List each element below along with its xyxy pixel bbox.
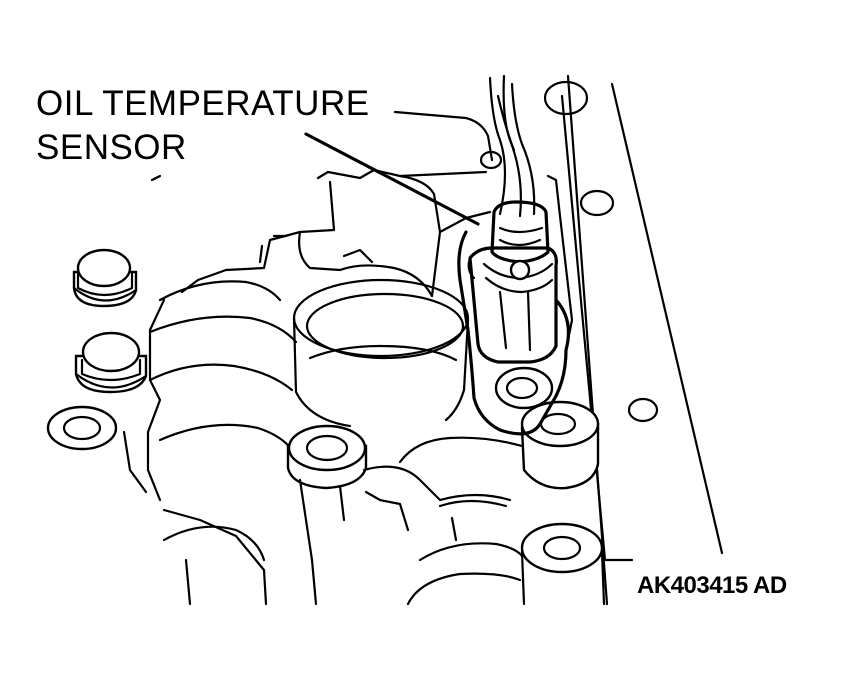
casting-outline [122, 110, 574, 606]
callout-label-line2: SENSOR [36, 128, 187, 167]
boss-right [520, 400, 600, 490]
plug-lower-left [74, 331, 148, 394]
plate-mounting-holes [479, 80, 659, 423]
boss-left [46, 405, 118, 451]
large-bore [292, 278, 470, 428]
callout-label-line1: OIL TEMPERATURE [36, 84, 370, 123]
boss-lower-right [520, 522, 606, 606]
boss-center [286, 424, 368, 606]
plug-upper-left [72, 248, 138, 308]
lower-channels [162, 436, 524, 606]
oil-temperature-sensor [457, 74, 570, 436]
callout-leader-line [304, 132, 480, 226]
plate-edge-lines [560, 74, 724, 606]
figure-id: AK403415 AD [637, 572, 787, 599]
